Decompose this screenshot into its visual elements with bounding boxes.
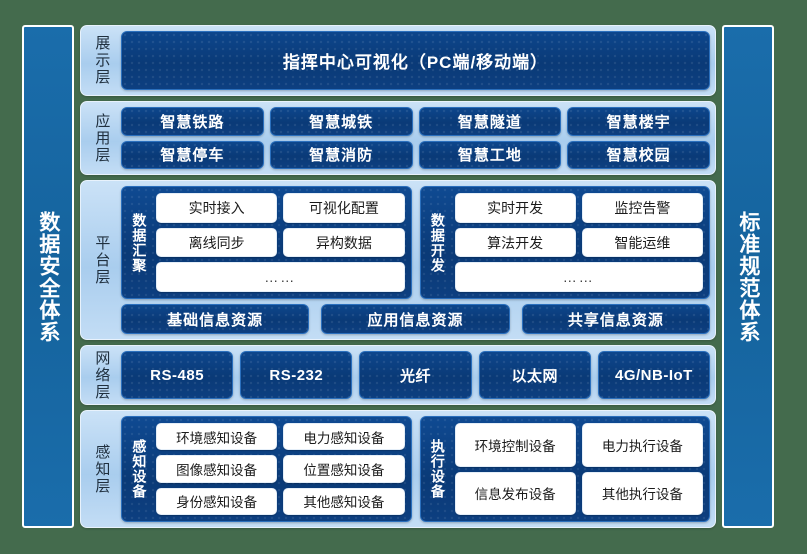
layer-perception-body: 感知设备 环境感知设备 电力感知设备 图像感知设备 位置感知设备 [121,416,710,522]
layer-network-body: RS-485 RS-232 光纤 以太网 4G/NB-IoT [121,351,711,399]
layer-network-label: 网络层 [93,349,111,401]
application-item[interactable]: 智慧消防 [269,140,413,169]
application-item[interactable]: 智慧工地 [418,140,562,169]
module-sensing-devices-grid: 环境感知设备 电力感知设备 图像感知设备 位置感知设备 身份感知设备 其他感知设… [156,423,405,515]
pillar-standards-label: 标准规范体系 [736,210,760,343]
device-chip[interactable]: 环境控制设备 [454,423,576,467]
module-chip[interactable]: 算法开发 [454,227,576,258]
module-chip[interactable]: 监控告警 [581,193,703,223]
module-row: …… [454,262,703,293]
module-sensing-devices-title: 感知设备 [131,439,148,499]
network-row: RS-485 RS-232 光纤 以太网 4G/NB-IoT [121,351,711,399]
module-data-aggregation-grid: 实时接入 可视化配置 离线同步 异构数据 …… [156,193,405,293]
module-data-aggregation: 数据汇聚 实时接入 可视化配置 离线同步 异构数据 …… [121,186,412,299]
device-chip[interactable]: 环境感知设备 [156,423,278,451]
module-data-development-title: 数据开发 [429,212,446,273]
platform-resources-row: 基础信息资源 应用信息资源 共享信息资源 [121,304,710,334]
device-chip[interactable]: 电力感知设备 [283,423,405,451]
module-chip[interactable]: 智能运维 [581,227,703,258]
module-row: 算法开发 智能运维 [454,227,703,258]
module-actuator-devices: 执行设备 环境控制设备 电力执行设备 信息发布设备 其他执行设备 [419,416,710,522]
application-item[interactable]: 智慧停车 [121,140,264,169]
module-chip[interactable]: 离线同步 [156,227,278,258]
device-chip[interactable]: 信息发布设备 [454,471,576,515]
perception-modules: 感知设备 环境感知设备 电力感知设备 图像感知设备 位置感知设备 [121,416,710,522]
module-sensing-devices: 感知设备 环境感知设备 电力感知设备 图像感知设备 位置感知设备 [121,416,412,522]
pillar-data-security: 数据安全体系 [22,25,74,528]
module-chip-more[interactable]: …… [454,262,703,293]
network-item[interactable]: 光纤 [359,351,472,399]
layer-display: 展示层 指挥中心可视化（PC端/移动端） [80,25,716,96]
module-chip[interactable]: 实时接入 [156,193,278,223]
device-chip[interactable]: 其他感知设备 [283,487,405,515]
module-row: 实时接入 可视化配置 [156,193,405,223]
platform-modules: 数据汇聚 实时接入 可视化配置 离线同步 异构数据 …… [121,186,710,299]
layer-platform-label: 平台层 [93,234,111,286]
layer-application-body: 智慧铁路 智慧城铁 智慧隧道 智慧楼宇 智慧停车 智慧消防 智慧工地 智慧校园 [121,107,710,169]
layer-perception-label: 感知层 [93,443,111,495]
module-data-aggregation-title: 数据汇聚 [131,212,148,273]
module-row: 环境控制设备 电力执行设备 [454,423,703,467]
module-chip-more[interactable]: …… [156,262,405,293]
module-row: 信息发布设备 其他执行设备 [454,471,703,515]
application-item[interactable]: 智慧城铁 [269,107,413,136]
network-item[interactable]: 4G/NB-IoT [597,351,711,399]
module-row: 环境感知设备 电力感知设备 [156,423,405,451]
resource-item[interactable]: 共享信息资源 [521,304,710,334]
network-item[interactable]: RS-232 [240,351,353,399]
application-item[interactable]: 智慧隧道 [418,107,562,136]
application-item[interactable]: 智慧铁路 [121,107,264,136]
layer-display-body: 指挥中心可视化（PC端/移动端） [121,31,710,90]
module-chip[interactable]: 异构数据 [283,227,405,258]
device-chip[interactable]: 电力执行设备 [581,423,703,467]
layer-application-label: 应用层 [93,112,111,164]
resource-item[interactable]: 基础信息资源 [121,304,310,334]
module-chip[interactable]: 实时开发 [454,193,576,223]
network-item[interactable]: 以太网 [478,351,591,399]
module-row: …… [156,262,405,293]
module-row: 实时开发 监控告警 [454,193,703,223]
application-item[interactable]: 智慧楼宇 [567,107,710,136]
layer-application: 应用层 智慧铁路 智慧城铁 智慧隧道 智慧楼宇 智慧停车 智慧消防 智慧工地 智… [80,101,716,175]
application-item[interactable]: 智慧校园 [567,140,710,169]
pillar-standards: 标准规范体系 [722,25,774,528]
layer-network: 网络层 RS-485 RS-232 光纤 以太网 4G/NB-IoT [80,345,716,405]
application-row: 智慧停车 智慧消防 智慧工地 智慧校园 [121,140,710,169]
module-chip[interactable]: 可视化配置 [283,193,405,223]
module-actuator-devices-grid: 环境控制设备 电力执行设备 信息发布设备 其他执行设备 [454,423,703,515]
device-chip[interactable]: 其他执行设备 [581,471,703,515]
device-chip[interactable]: 身份感知设备 [156,487,278,515]
module-row: 身份感知设备 其他感知设备 [156,487,405,515]
network-item[interactable]: RS-485 [121,351,234,399]
pillar-data-security-label: 数据安全体系 [36,210,60,343]
module-row: 离线同步 异构数据 [156,227,405,258]
module-actuator-devices-title: 执行设备 [429,439,446,499]
display-banner[interactable]: 指挥中心可视化（PC端/移动端） [121,31,710,90]
layer-display-label: 展示层 [93,35,111,86]
device-chip[interactable]: 位置感知设备 [283,455,405,483]
layer-stack: 展示层 指挥中心可视化（PC端/移动端） 应用层 智慧铁路 智慧城铁 智慧隧道 … [80,25,716,528]
layer-platform: 平台层 数据汇聚 实时接入 可视化配置 离线同步 异 [80,180,716,340]
module-data-development: 数据开发 实时开发 监控告警 算法开发 智能运维 …… [419,186,710,299]
resource-item[interactable]: 应用信息资源 [321,304,510,334]
application-row: 智慧铁路 智慧城铁 智慧隧道 智慧楼宇 [121,107,710,136]
layer-perception: 感知层 感知设备 环境感知设备 电力感知设备 图像感知设备 [80,410,716,528]
layer-platform-body: 数据汇聚 实时接入 可视化配置 离线同步 异构数据 …… [121,186,710,334]
device-chip[interactable]: 图像感知设备 [156,455,278,483]
module-data-development-grid: 实时开发 监控告警 算法开发 智能运维 …… [454,193,703,293]
module-row: 图像感知设备 位置感知设备 [156,455,405,483]
